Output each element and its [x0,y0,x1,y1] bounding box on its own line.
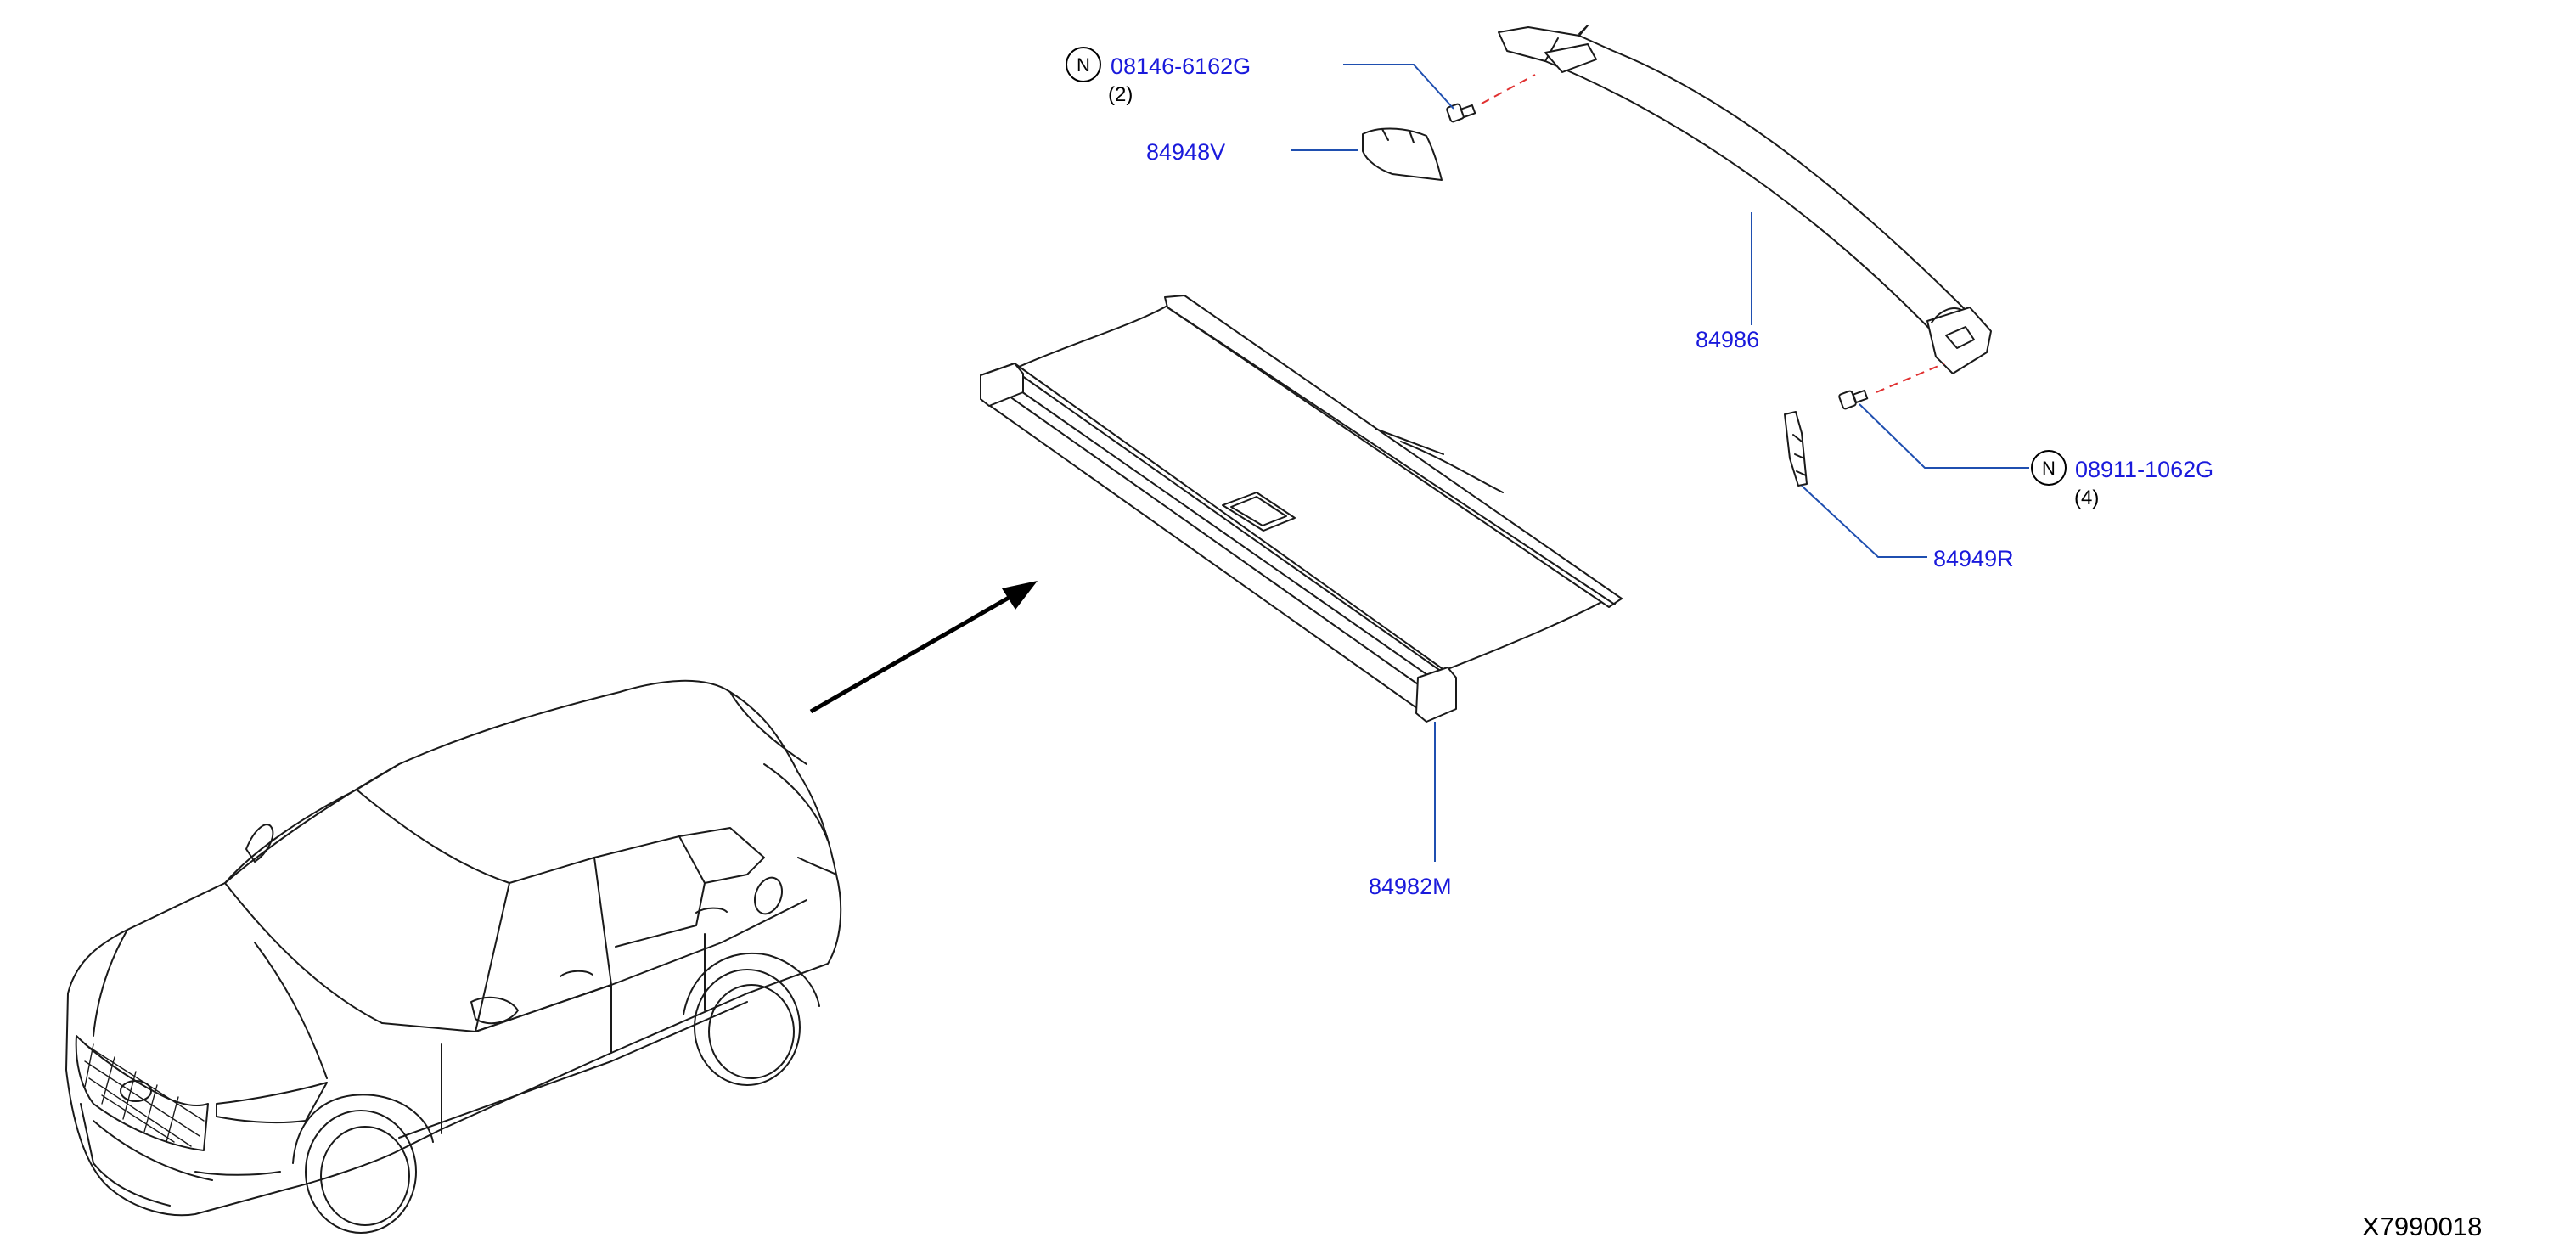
leader-08911 [1859,403,2029,469]
part-number-84986[interactable]: 84986 [1696,327,1759,352]
leader-08146 [1343,64,1454,110]
bolt-08146-illustration [1446,103,1476,123]
bolt-08146-axis [1481,74,1536,104]
tonneau-cover-assembly [980,295,1623,723]
part-number-84982m[interactable]: 84982M [1369,874,1452,899]
part-number-84949r[interactable]: 84949R [1933,546,2014,571]
note-symbol-08911-letter: N [2042,458,2056,479]
rear-bar-assembly [1498,25,1992,374]
cover-84949r-illustration [1784,411,1808,487]
part-qty-08146: (2) [1108,83,1133,106]
note-symbol-08146: N [1066,47,1101,82]
note-symbol-08146-letter: N [1077,54,1090,76]
part-number-08146[interactable]: 08146-6162G [1111,53,1251,79]
bolt-08911-axis [1876,363,1945,393]
part-number-08911[interactable]: 08911-1062G [2075,457,2213,482]
vehicle-illustration [65,679,842,1234]
part-number-84948v[interactable]: 84948V [1146,139,1225,165]
direction-arrow [809,581,1038,714]
part-qty-08911: (4) [2074,487,2099,509]
cover-84948v-illustration [1362,127,1443,181]
figure-code: X7990018 [2362,1212,2482,1241]
leader-84949r [1801,485,1927,558]
bolt-08911-illustration [1838,389,1869,410]
note-symbol-08911: N [2031,450,2067,486]
